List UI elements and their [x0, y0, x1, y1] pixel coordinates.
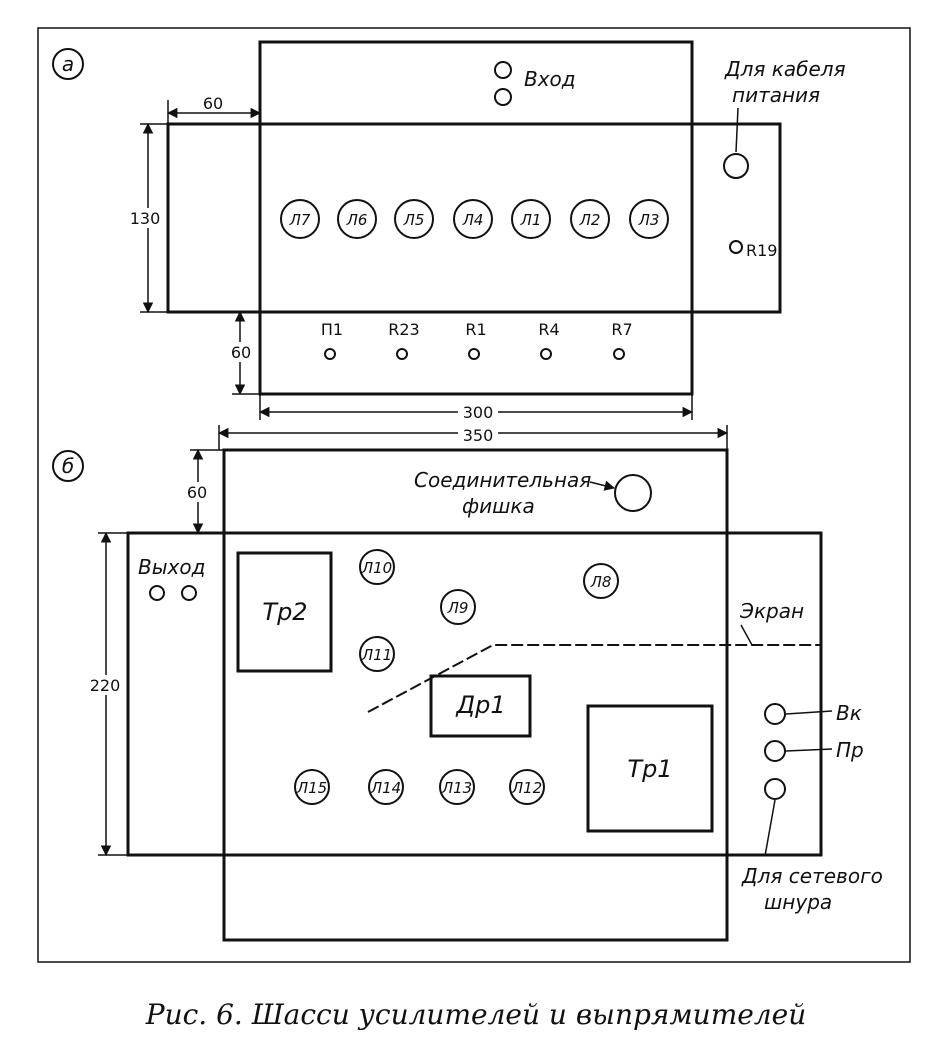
- power-cable-label-2: питания: [732, 83, 820, 107]
- choke-dr1: [429, 674, 532, 738]
- mains-cord-hole: [764, 778, 786, 800]
- input-label: Вход: [524, 67, 576, 91]
- transformer-tr1-label: Тр1: [627, 755, 672, 783]
- screen-label: Экран: [739, 599, 804, 623]
- panel-a: а Вход Для кабеля питания R19 Л7 Л6 Л5 Л…: [52, 40, 846, 422]
- dim-b-height: 220: [90, 676, 121, 695]
- dim-a-flap-bottom: 60: [231, 343, 251, 362]
- outer-frame: [37, 27, 911, 963]
- connector-socket: [614, 474, 652, 512]
- part-r4: R4: [538, 320, 559, 339]
- tube-l1: Л1: [520, 211, 542, 229]
- panel-a-label: а: [62, 52, 74, 76]
- tube-l14: Л14: [370, 779, 401, 797]
- tube-l4: Л4: [462, 211, 484, 229]
- tube-l13: Л13: [441, 779, 472, 797]
- dim-a-flap-top: 60: [203, 94, 223, 113]
- tube-l7: Л7: [289, 211, 311, 229]
- output-label: Выход: [138, 555, 205, 579]
- panel-a-label-circle: [52, 48, 84, 80]
- tube-l10: Л10: [361, 559, 392, 577]
- panel-b-label-circle: [52, 450, 84, 482]
- part-p1: П1: [321, 320, 343, 339]
- choke-dr1-label: Др1: [455, 691, 505, 719]
- figure-caption: Рис. 6. Шасси усилителей и выпрямителей: [145, 998, 807, 1031]
- connector-label-2: фишка: [462, 494, 535, 518]
- switch-pr-hole: [764, 740, 786, 762]
- tube-l2: Л2: [579, 211, 601, 229]
- output-jack-1: [149, 585, 165, 601]
- input-jack-1: [494, 61, 512, 79]
- resistor-r19-hole: [729, 240, 743, 254]
- tube-l3: Л3: [638, 211, 660, 229]
- transformer-tr2: [236, 551, 333, 673]
- tube-l9: Л9: [447, 599, 469, 617]
- part-r7: R7: [611, 320, 632, 339]
- dim-b-flap-top: 60: [187, 483, 207, 502]
- dim-a-height: 130: [130, 209, 161, 228]
- dim-a-width: 300: [463, 403, 494, 422]
- panel-a-chassis-horizontal: [166, 122, 782, 314]
- tube-l12: Л12: [511, 779, 542, 797]
- tube-l5: Л5: [403, 211, 425, 229]
- panel-a-chassis-vertical: [258, 40, 694, 396]
- tube-row-a: Л7 Л6 Л5 Л4 Л1 Л2 Л3: [280, 199, 669, 239]
- switch-on-label: Вк: [836, 701, 862, 725]
- tube-l15: Л15: [296, 779, 327, 797]
- switch-pr-label: Пр: [836, 738, 864, 762]
- tube-l6: Л6: [346, 211, 368, 229]
- bottom-parts-a: П1 R23 R1 R4 R7: [321, 320, 633, 360]
- tube-l11: Л11: [361, 646, 392, 664]
- part-r23: R23: [388, 320, 419, 339]
- power-cable-hole: [723, 153, 749, 179]
- output-jack-2: [181, 585, 197, 601]
- resistor-r19-label: R19: [746, 241, 777, 260]
- connector-label-1: Соединительная: [414, 468, 591, 492]
- transformer-tr2-label: Тр2: [262, 598, 307, 626]
- transformer-tr1: [586, 704, 714, 833]
- power-cable-label-1: Для кабеля: [724, 57, 846, 81]
- part-r1: R1: [465, 320, 486, 339]
- tube-l8: Л8: [590, 573, 612, 591]
- input-jack-2: [494, 88, 512, 106]
- dimensions-a: 60 130 60 300: [130, 94, 694, 422]
- dim-b-width: 350: [463, 426, 494, 445]
- mains-label-2: шнура: [764, 890, 832, 914]
- switch-on-hole: [764, 703, 786, 725]
- mains-label-1: Для сетевого: [741, 864, 883, 888]
- panel-b: б 350 60 220 Соединительная фишка Выход: [52, 424, 883, 942]
- screen-line: [367, 644, 820, 713]
- panel-b-label: б: [62, 454, 74, 478]
- panel-b-chassis-horizontal: [126, 531, 823, 857]
- panel-b-chassis-vertical: [222, 448, 729, 942]
